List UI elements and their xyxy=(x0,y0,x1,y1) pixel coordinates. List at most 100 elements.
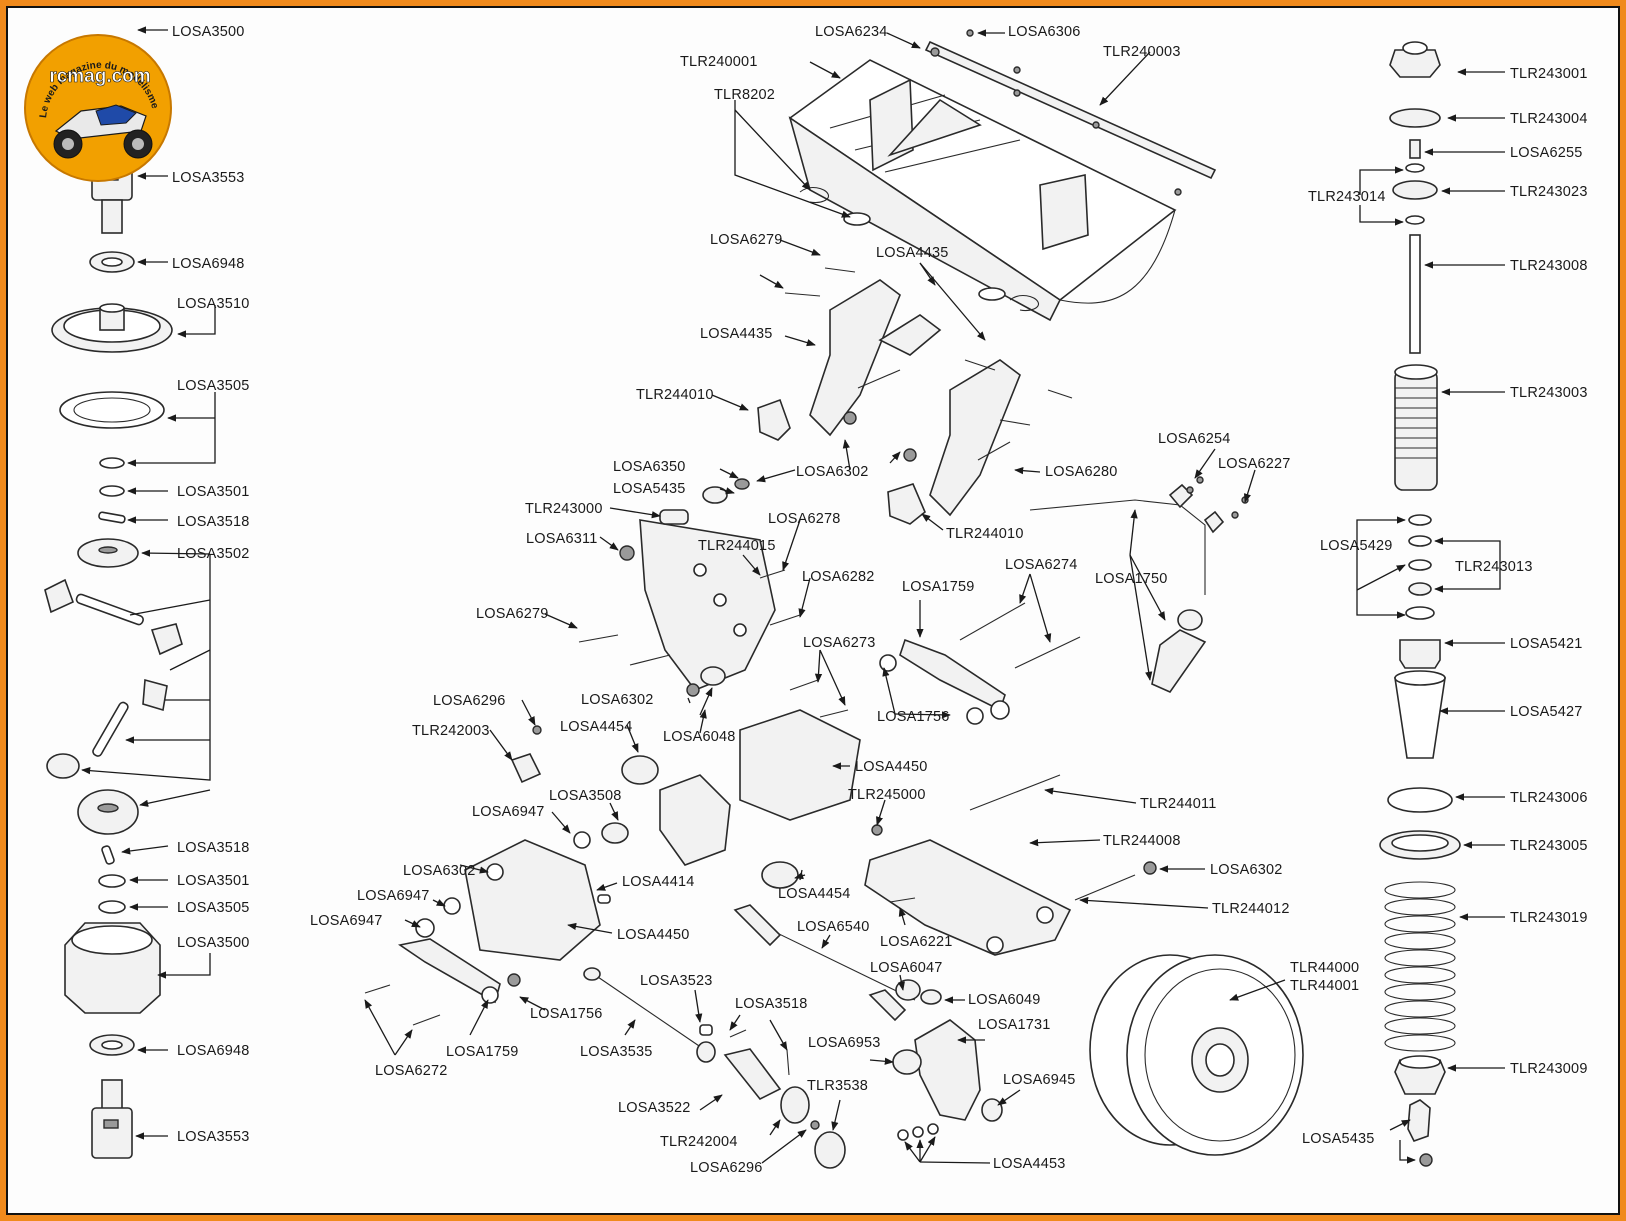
shock-tower-assembly xyxy=(415,478,861,961)
label-LOSA3518-top: LOSA3518 xyxy=(177,514,250,530)
label-LOSA1759-a: LOSA1759 xyxy=(902,579,975,595)
label-LOSA3553-top: LOSA3553 xyxy=(172,170,245,186)
label-LOSA6953: LOSA6953 xyxy=(808,1035,881,1051)
label-LOSA6945: LOSA6945 xyxy=(1003,1072,1076,1088)
label-TLR245000: TLR245000 xyxy=(848,787,926,803)
label-TLR243008: TLR243008 xyxy=(1510,258,1588,274)
wheel xyxy=(1089,954,1304,1156)
label-LOSA3523: LOSA3523 xyxy=(640,973,713,989)
label-TLR243004: TLR243004 xyxy=(1510,111,1588,127)
label-LOSA6279-b: LOSA6279 xyxy=(476,606,549,622)
label-LOSA6255: LOSA6255 xyxy=(1510,145,1583,161)
label-LOSA6350: LOSA6350 xyxy=(613,459,686,475)
label-LOSA3501-bot: LOSA3501 xyxy=(177,873,250,889)
spider-gear-4 xyxy=(46,753,80,779)
label-TLR244010-a: TLR244010 xyxy=(636,387,714,403)
shock-assembly xyxy=(1379,41,1461,1167)
label-LOSA4450-a: LOSA4450 xyxy=(855,759,928,775)
label-TLR244008: TLR244008 xyxy=(1103,833,1181,849)
label-LOSA6302-d: LOSA6302 xyxy=(1210,862,1283,878)
label-TLR243009: TLR243009 xyxy=(1510,1061,1588,1077)
label-LOSA6540: LOSA6540 xyxy=(797,919,870,935)
label-LOSA3535: LOSA3535 xyxy=(580,1044,653,1060)
part-labels: LOSA3500 LOSA3553 LOSA6948 LOSA3510 LOSA… xyxy=(172,24,1588,1176)
wing-mount-block-right xyxy=(887,483,926,525)
dogbone xyxy=(594,974,706,1051)
label-LOSA3518-mid: LOSA3518 xyxy=(735,996,808,1012)
label-TLR244010-b: TLR244010 xyxy=(946,526,1024,542)
camber-link xyxy=(899,638,1006,712)
label-LOSA6048: LOSA6048 xyxy=(663,729,736,745)
label-TLR243000: TLR243000 xyxy=(525,501,603,517)
label-LOSA3522: LOSA3522 xyxy=(618,1100,691,1116)
center-diff xyxy=(659,774,731,866)
label-LOSA4435-b: LOSA4435 xyxy=(876,245,949,261)
label-LOSA1759-b: LOSA1759 xyxy=(446,1044,519,1060)
label-TLR243003: TLR243003 xyxy=(1510,385,1588,401)
label-TLR240001: TLR240001 xyxy=(680,54,758,70)
label-LOSA6311: LOSA6311 xyxy=(526,531,597,547)
label-LOSA3501-top: LOSA3501 xyxy=(177,484,250,500)
label-LOSA6302-b: LOSA6302 xyxy=(581,692,654,708)
diagram-panel xyxy=(6,6,1620,1215)
label-LOSA6227: LOSA6227 xyxy=(1218,456,1291,472)
shock-cap xyxy=(1389,49,1441,78)
gearbox-left-half xyxy=(464,839,601,961)
shock-o-ring xyxy=(1387,787,1453,813)
label-LOSA3500-bot: LOSA3500 xyxy=(177,935,250,951)
label-LOSA1756-b: LOSA1756 xyxy=(530,1006,603,1022)
label-LOSA3500-top: LOSA3500 xyxy=(172,24,245,40)
label-LOSA4454-a: LOSA4454 xyxy=(560,719,633,735)
label-TLR243013: TLR243013 xyxy=(1455,559,1533,575)
label-LOSA6302-a: LOSA6302 xyxy=(796,464,869,480)
shock-boot xyxy=(1394,677,1446,759)
shock-piston xyxy=(1392,180,1438,200)
spider-gear-1 xyxy=(44,578,75,614)
gearbox-right-half xyxy=(739,709,861,821)
label-TLR8202: TLR8202 xyxy=(714,87,775,103)
shock-seal-cartridge xyxy=(1399,639,1441,669)
label-LOSA6234: LOSA6234 xyxy=(815,24,888,40)
label-LOSA6296-a: LOSA6296 xyxy=(433,693,506,709)
label-LOSA4435-a: LOSA4435 xyxy=(700,326,773,342)
camber-link-assembly xyxy=(879,476,1249,725)
label-LOSA4453: LOSA4453 xyxy=(993,1156,1066,1172)
hub-carrier xyxy=(914,1019,981,1121)
outdrive-bottom xyxy=(91,1107,133,1159)
label-LOSA3508: LOSA3508 xyxy=(549,788,622,804)
hub-bearing-outer xyxy=(981,1098,1003,1122)
idler-cone xyxy=(621,755,659,785)
label-TLR244012: TLR244012 xyxy=(1212,901,1290,917)
spider-gear-2 xyxy=(150,623,183,656)
rcmag-logo[interactable]: Le web magazine du modélisme rcmag.com xyxy=(24,34,172,182)
label-LOSA3510: LOSA3510 xyxy=(177,296,250,312)
label-LOSA6947-c: LOSA6947 xyxy=(310,913,383,929)
outdrive-small xyxy=(510,753,542,784)
label-LOSA5435-b: LOSA5435 xyxy=(1302,1131,1375,1147)
label-LOSA6947-b: LOSA6947 xyxy=(357,888,430,904)
rear-hub-assembly xyxy=(364,904,1003,1169)
label-LOSA6049: LOSA6049 xyxy=(968,992,1041,1008)
label-LOSA6221: LOSA6221 xyxy=(880,934,953,950)
label-LOSA6047: LOSA6047 xyxy=(870,960,943,976)
leader-lines xyxy=(81,26,1505,1164)
label-TLR242003: TLR242003 xyxy=(412,723,490,739)
spider-gear-3 xyxy=(142,678,168,712)
shock-spring xyxy=(1384,881,1456,1052)
rear-wing xyxy=(788,29,1217,322)
wing-mount-right xyxy=(929,359,1021,517)
diff-gasket xyxy=(59,391,165,429)
label-LOSA1756-a: LOSA1756 xyxy=(877,709,950,725)
label-TLR243005: TLR243005 xyxy=(1510,838,1588,854)
label-LOSA5429: LOSA5429 xyxy=(1320,538,1393,554)
label-LOSA6302-c: LOSA6302 xyxy=(403,863,476,879)
sway-bar-link xyxy=(1151,629,1207,693)
label-TLR242004: TLR242004 xyxy=(660,1134,738,1150)
hex-adapter xyxy=(814,1131,846,1169)
logo-brand: rcmag.com xyxy=(49,66,150,87)
wing-mount-brace xyxy=(878,314,942,356)
label-LOSA4454-b: LOSA4454 xyxy=(778,886,851,902)
label-LOSA6306: LOSA6306 xyxy=(1008,24,1081,40)
label-TLR3538: TLR3538 xyxy=(807,1078,868,1094)
